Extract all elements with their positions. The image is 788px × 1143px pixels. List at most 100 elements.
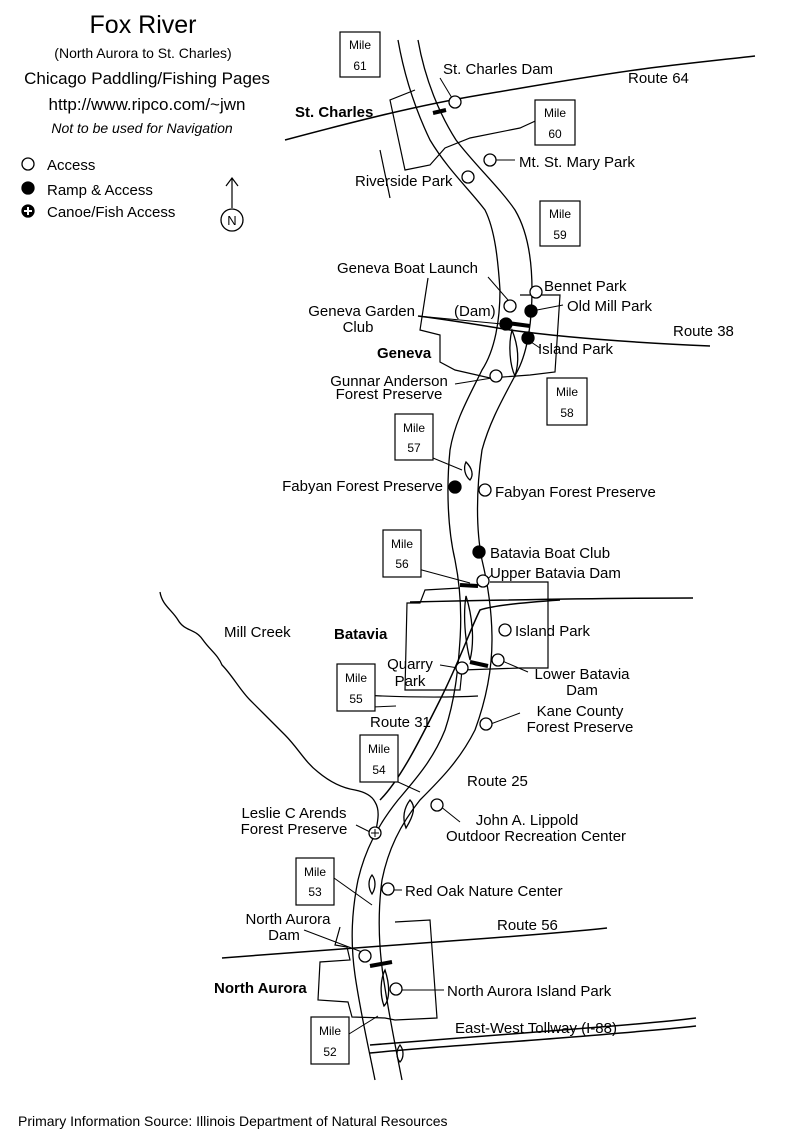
mile-label: Mile [403,421,425,435]
mile-label: Mile [319,1024,341,1038]
st-charles-road [379,149,391,199]
city-boundaries [317,89,561,1021]
access-points [358,95,543,996]
mile-label: Mile [368,742,390,756]
quarry-park-label-2: Park [395,673,426,690]
route-31-label: Route 31 [370,714,431,731]
north-arrow-icon: N [220,177,244,232]
red-oak-access-icon [381,882,395,896]
tollway-label: East-West Tollway (I-88) [455,1020,617,1037]
island-park-batavia-icon [498,623,512,637]
batavia-boat-club-ramp-icon [472,545,486,559]
st-charles-dam-access-icon [448,95,462,109]
leslie-arends-label-2: Forest Preserve [241,821,348,838]
route-25 [379,599,561,801]
legend-access-label: Access [47,157,95,174]
mt-st-mary-access-icon [483,153,497,167]
route-56-label: Route 56 [497,917,558,934]
road-labels: Route 64 Route 38 Route 31 Route 25 Rout… [224,70,734,1037]
lower-batavia-dam-icon [491,653,505,667]
mile-label: Mile [391,537,413,551]
mile-marker-56: Mile 56 [382,529,422,578]
lippold-access-icon [430,798,444,812]
old-mill-park-label: Old Mill Park [567,298,653,315]
mt-st-mary-label: Mt. St. Mary Park [519,154,635,171]
navigation-warning: Not to be used for Navigation [51,120,233,136]
route-25-label: Route 25 [467,773,528,790]
town-north-aurora: North Aurora [214,980,307,997]
site-url: http://www.ripco.com/~jwn [49,95,246,114]
route-64 [284,55,756,141]
title-block: Fox River (North Aurora to St. Charles) … [24,11,270,136]
map-subtitle: (North Aurora to St. Charles) [54,45,231,61]
open-circle-icon [21,157,35,171]
red-oak-label: Red Oak Nature Center [405,883,563,900]
mile-number: 61 [353,59,367,73]
fabyan-west-label: Fabyan Forest Preserve [282,478,443,495]
north-aurora-dam-label: North Aurora [245,911,331,928]
fabyan-east-access-icon [478,483,492,497]
north-aurora-island-label: North Aurora Island Park [447,983,612,1000]
dam-label: (Dam) [454,303,496,320]
town-geneva: Geneva [377,345,432,362]
gunnar-anderson-icon [489,369,503,383]
lippold-label-2: Outdoor Recreation Center [446,828,626,845]
island-redoak [368,873,376,896]
mile-label: Mile [544,106,566,120]
mile-marker-55: Mile 55 [336,663,376,712]
island-fabyan [463,460,473,481]
route-64-label: Route 64 [628,70,689,87]
st-charles-dam-label: St. Charles Dam [443,61,553,78]
mile-number: 57 [407,441,421,455]
river-east-bank [378,39,533,1081]
geneva-boundary [419,277,561,379]
mile-marker-53: Mile 53 [295,857,335,906]
kane-county-icon [479,717,493,731]
source-note: Primary Information Source: Illinois Dep… [18,1113,448,1129]
quarry-park-icon [455,661,469,675]
lower-batavia-dam-label-2: Dam [566,682,598,699]
mile-number: 60 [548,127,562,141]
island-north-aurora [380,968,390,1008]
batavia-boat-club-label: Batavia Boat Club [490,545,610,562]
mill-creek-label: Mill Creek [224,624,291,641]
mile-number: 55 [349,692,363,706]
route-east-west [409,597,694,603]
mile-marker-61: Mile 61 [339,31,381,78]
island-batavia [463,595,474,661]
leslie-arends-canoe-icon [368,826,382,840]
lippold-label: John A. Lippold [476,812,579,829]
fox-river [351,39,533,1081]
mile-marker-60: Mile 60 [534,99,576,146]
mile-label: Mile [304,865,326,879]
st-charles-dam-mark [432,108,447,115]
mile-marker-59: Mile 59 [539,200,581,247]
north-aurora-dam-icon [358,949,372,963]
mile-number: 54 [372,763,386,777]
legend-canoe-label: Canoe/Fish Access [47,204,175,221]
mile-number: 53 [308,885,322,899]
mile-label: Mile [549,207,571,221]
gunnar-anderson-label-2: Forest Preserve [336,386,443,403]
mill-creek [159,591,379,831]
route-31 [359,694,479,698]
upper-batavia-dam-label: Upper Batavia Dam [490,565,621,582]
geneva-boat-launch-label: Geneva Boat Launch [337,260,478,277]
island-south [396,1043,404,1063]
town-batavia: Batavia [334,626,388,643]
north-aurora-island-icon [389,982,403,996]
mile-number: 59 [553,228,567,242]
batavia-boundary [404,581,549,691]
route-56 [221,927,608,959]
geneva-garden-club-label-2: Club [343,319,374,336]
mile-marker-52: Mile 52 [310,1016,350,1065]
site-name: Chicago Paddling/Fishing Pages [24,69,270,88]
north-aurora-boundary [317,919,438,1021]
island-park-ramp-icon [521,331,535,345]
mile-marker-57: Mile 57 [394,413,434,461]
mile-number: 56 [395,557,409,571]
gunnar-anderson-label: Gunnar Anderson [330,373,448,390]
leader-lines [303,77,564,1035]
legend-ramp-label: Ramp & Access [47,182,153,199]
